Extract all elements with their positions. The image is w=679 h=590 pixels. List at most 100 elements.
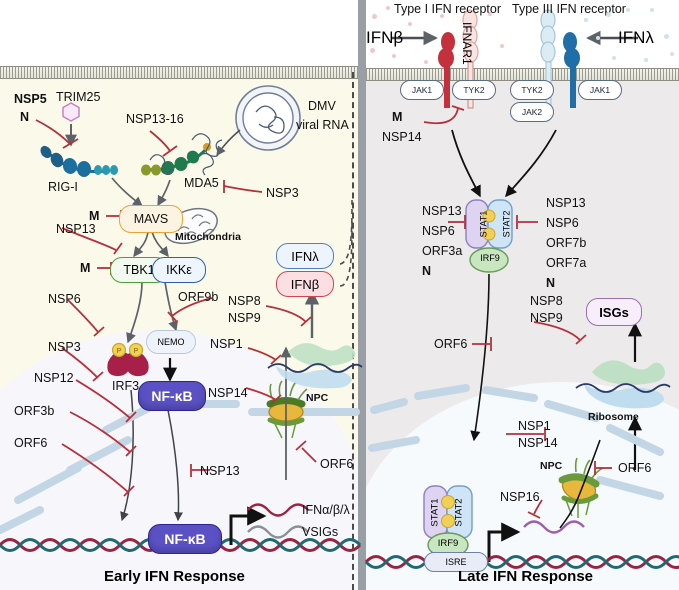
label-nsp1-left: NSP1 <box>210 337 243 351</box>
label-nsp13-stat-right: NSP13 <box>546 196 586 210</box>
mrna-export-complex-left <box>267 343 363 389</box>
er-tubules-right <box>368 384 664 500</box>
label-m-receptor: M <box>392 110 403 124</box>
label-orf6-nucleus: ORF6 <box>14 436 48 450</box>
label-nsp5: NSP5 <box>14 92 47 106</box>
label-orf6-npc-right: ORF6 <box>618 461 652 475</box>
label-nsp1-right: NSP1 <box>518 419 551 433</box>
ligand-ifn-lambda: IFNλ <box>618 28 654 47</box>
node-ikke[interactable]: IKKε <box>152 257 206 283</box>
node-nfkb-cytoplasm[interactable]: NF-κB <box>138 381 206 411</box>
isg-translation <box>575 322 671 470</box>
label-nsp12: NSP12 <box>34 371 74 385</box>
npc-right <box>558 439 604 529</box>
label-trim25: TRIM25 <box>56 90 101 104</box>
label-nsp13-mavs: NSP13 <box>56 222 96 236</box>
label-orf3b: ORF3b <box>14 404 55 418</box>
node-isgs[interactable]: ISGs <box>586 298 642 326</box>
label-orf7a-stat-right: ORF7a <box>546 256 587 270</box>
legend-wave-vsigs <box>247 525 309 539</box>
label-mda5: MDA5 <box>184 176 219 190</box>
isg-mrna-wave <box>523 520 585 534</box>
stat-complex-nucleus <box>423 485 473 558</box>
left-extracellular-space <box>0 0 358 70</box>
title-type3-receptor: Type III IFN receptor <box>512 2 626 16</box>
node-jak2-right[interactable]: JAK2 <box>510 102 554 122</box>
label-nsp6-stat-left: NSP6 <box>422 224 455 238</box>
label-nsp13-nucleus: NSP13 <box>200 464 240 478</box>
label-n-stat-left: N <box>422 264 432 278</box>
label-rig-i: RIG-I <box>48 180 78 194</box>
label-npc-left: NPC <box>306 392 329 404</box>
label-nsp14-right: NSP14 <box>518 436 558 450</box>
activation-arrows-left <box>111 177 184 522</box>
mda5-protein <box>141 133 223 176</box>
label-n-stat-right: N <box>546 276 556 290</box>
label-orf3a-stat-left: ORF3a <box>422 244 463 258</box>
node-ifn-lambda[interactable]: IFNλ <box>276 243 334 269</box>
node-nemo[interactable]: NEMO <box>146 330 196 354</box>
node-mavs[interactable]: MAVS <box>119 205 183 233</box>
label-stat2-cytoplasm: STAT2 <box>501 210 512 238</box>
label-orf9b: ORF9b <box>178 290 219 304</box>
label-mitochondria: Mitochondria <box>175 231 241 243</box>
label-nsp13-stat-left: NSP13 <box>422 204 462 218</box>
label-irf3: IRF3 <box>112 379 140 393</box>
label-nsp9-left: NSP9 <box>228 311 261 325</box>
label-ifnar1: IFNAR1 <box>460 22 474 65</box>
label-nsp9-right: NSP9 <box>530 311 563 325</box>
label-nsp14-receptor: NSP14 <box>382 130 422 144</box>
node-nfkb-nucleus[interactable]: NF-κB <box>148 524 222 554</box>
label-dmv: DMV <box>308 99 336 113</box>
dna-strand-right <box>364 555 679 569</box>
left-plasma-membrane <box>0 66 358 79</box>
caption-early-ifn: Early IFN Response <box>104 568 245 585</box>
node-isre-element[interactable]: ISRE <box>424 552 488 572</box>
legend-label-ifn-mrna: IFNα/β/λ <box>302 503 350 517</box>
label-irf9-nucleus: IRF9 <box>437 538 459 549</box>
label-nsp13-16: NSP13-16 <box>126 112 184 126</box>
label-nsp3-mda5: NSP3 <box>266 186 299 200</box>
node-tyk2-right[interactable]: TYK2 <box>510 80 554 100</box>
label-m-mavs: M <box>89 209 100 223</box>
label-orf7b-stat-right: ORF7b <box>546 236 587 250</box>
label-stat2-nucleus: STAT2 <box>454 497 465 527</box>
label-nsp3-irf3: NSP3 <box>48 340 81 354</box>
title-type1-receptor: Type I IFN receptor <box>394 2 501 16</box>
caption-late-ifn: Late IFN Response <box>458 568 594 585</box>
label-orf6-mid: ORF6 <box>434 337 468 351</box>
jak-stat-signal-arrows <box>451 129 557 198</box>
label-m-tbk1: M <box>80 261 91 275</box>
node-jak1-left[interactable]: JAK1 <box>400 80 444 100</box>
label-nsp8-right: NSP8 <box>530 294 563 308</box>
inhibitor-arrows-left <box>35 119 317 497</box>
label-orf6-npc-left: ORF6 <box>320 457 354 471</box>
ifn-transfer-dashed <box>339 199 353 287</box>
inhibitor-arrows-right <box>423 105 612 519</box>
node-tyk2-left[interactable]: TYK2 <box>452 80 496 100</box>
panel-divider <box>358 0 366 590</box>
label-ribosome: Ribosome <box>588 411 639 423</box>
label-n-rigi: N <box>20 110 30 124</box>
legend-label-vsigs: VSIGs <box>302 525 339 539</box>
label-nsp8-left: NSP8 <box>228 294 261 308</box>
label-irf9-cytoplasm: IRF9 <box>480 253 500 263</box>
label-nsp6: NSP6 <box>48 292 81 306</box>
dmv-vesicle <box>216 85 301 157</box>
dashed-connector-line <box>352 72 354 590</box>
stat-complex-cytoplasm <box>465 199 513 442</box>
svg-text:P: P <box>117 348 122 355</box>
ligand-ifn-beta: IFNβ <box>366 28 404 47</box>
node-ifn-beta[interactable]: IFNβ <box>276 271 334 297</box>
transcription-arrow-right <box>487 522 521 562</box>
right-extracellular-space <box>366 0 679 72</box>
node-jak1-right[interactable]: JAK1 <box>578 80 622 100</box>
trim25-molecule <box>62 102 80 147</box>
label-npc-right: NPC <box>540 460 563 472</box>
label-stat1-nucleus: STAT1 <box>430 497 441 527</box>
transcription-arrow-left <box>229 506 267 545</box>
svg-text:P: P <box>134 348 139 355</box>
label-viral-rna: viral RNA <box>296 118 349 132</box>
label-nsp6-stat-right: NSP6 <box>546 216 579 230</box>
